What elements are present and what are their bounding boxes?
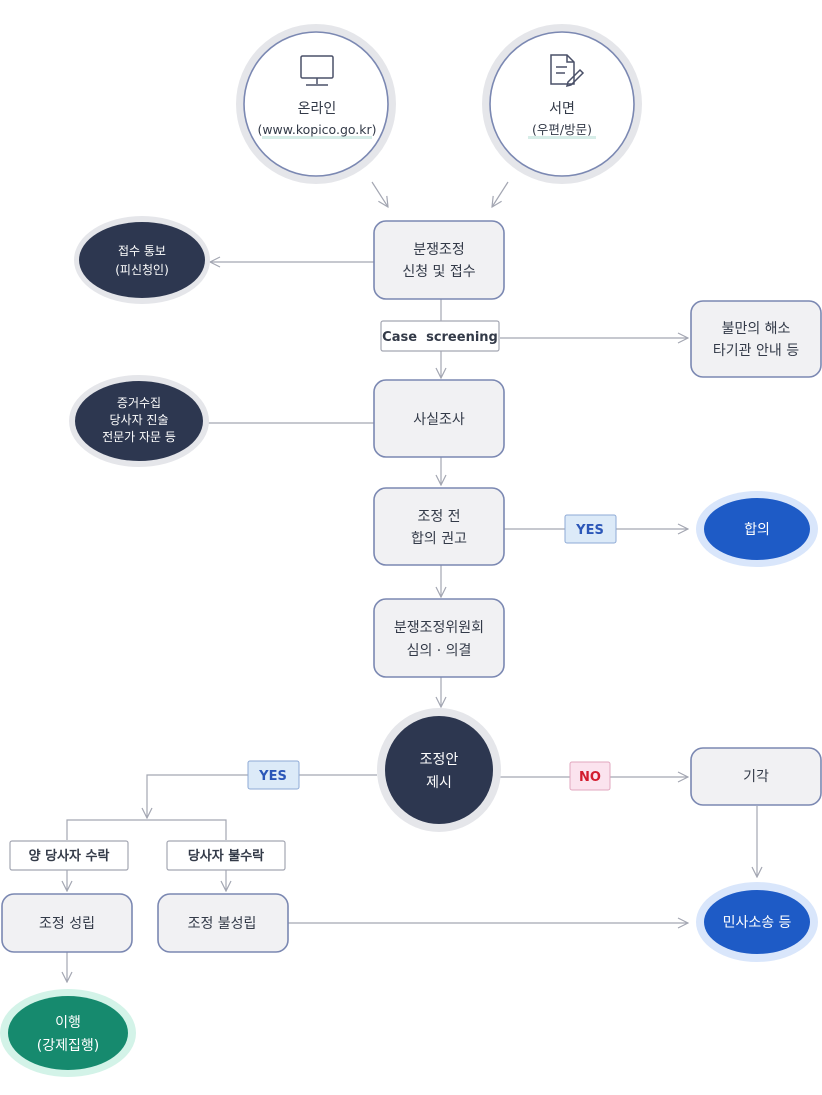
fail-label: 조정 불성립 — [188, 916, 257, 932]
node-notify: 접수 통보 (피신청인) — [74, 216, 210, 304]
url-highlight — [262, 136, 372, 139]
written-title: 서면 — [549, 101, 575, 117]
case-screening-label: Case screening — [382, 330, 498, 345]
connectors — [66, 181, 757, 982]
online-title: 온라인 — [298, 101, 337, 117]
proposal-line1: 조정안 — [420, 752, 459, 768]
committee-line2: 심의 · 의결 — [407, 643, 472, 659]
committee-line1: 분쟁조정위원회 — [394, 620, 484, 636]
agree-label: 합의 — [744, 522, 770, 538]
tag-both-accept: 양 당사자 수락 — [9, 840, 129, 871]
node-evidence: 증거수집 당사자 진술 전문가 자문 등 — [69, 375, 209, 467]
written-highlight — [528, 136, 596, 139]
fact-label: 사실조사 — [413, 412, 465, 428]
both-accept-label: 양 당사자 수락 — [29, 848, 110, 864]
success-label: 조정 성립 — [39, 916, 95, 932]
node-enforcement: 이행 (강제집행) — [0, 989, 136, 1077]
node-online: 온라인 (www.kopico.go.kr) — [236, 24, 396, 184]
evidence-line1: 증거수집 — [117, 396, 161, 410]
resolve-line1: 불만의 해소 — [722, 321, 791, 337]
connector-online-to-apply — [371, 181, 388, 207]
written-subtitle: (우편/방문) — [532, 122, 592, 137]
node-success: 조정 성립 — [1, 893, 133, 953]
apply-line2: 신청 및 접수 — [402, 264, 475, 280]
notify-line1: 접수 통보 — [118, 244, 166, 258]
tag-yes-agree: YES — [564, 514, 617, 544]
tag-party-reject: 당사자 불수락 — [166, 840, 286, 871]
online-url: (www.kopico.go.kr) — [257, 122, 376, 137]
node-proposal: 조정안 제시 — [377, 708, 501, 832]
connector-branch-split — [66, 819, 227, 840]
evidence-line2: 당사자 진술 — [109, 413, 168, 427]
node-civil-lawsuit: 민사소송 등 — [696, 882, 818, 962]
node-apply: 분쟁조정 신청 및 접수 — [373, 220, 505, 300]
enforce-line1: 이행 — [55, 1015, 81, 1031]
connector-written-to-apply — [492, 181, 509, 207]
no-label: NO — [579, 770, 601, 785]
monitor-icon — [300, 55, 334, 86]
node-written: 서면 (우편/방문) — [482, 24, 642, 184]
notify-line2: (피신청인) — [115, 263, 169, 277]
document-pen-icon — [550, 54, 585, 88]
node-resolve: 불만의 해소 타기관 안내 등 — [690, 300, 822, 378]
resolve-line2: 타기관 안내 등 — [713, 343, 799, 359]
enforce-line2: (강제집행) — [37, 1038, 99, 1054]
node-pre-recommendation: 조정 전 합의 권고 — [373, 487, 505, 566]
connector-yes-to-branches — [147, 774, 248, 818]
evidence-line3: 전문가 자문 등 — [102, 430, 176, 444]
civil-label: 민사소송 등 — [723, 915, 792, 931]
node-fact: 사실조사 — [373, 379, 505, 458]
prerec-line2: 합의 권고 — [411, 531, 467, 547]
tag-case-screening: Case screening — [380, 320, 500, 352]
apply-line1: 분쟁조정 — [413, 242, 465, 258]
prerec-line1: 조정 전 — [417, 509, 460, 525]
party-reject-label: 당사자 불수락 — [188, 848, 264, 864]
node-committee: 분쟁조정위원회 심의 · 의결 — [373, 598, 505, 678]
reject-label: 기각 — [743, 769, 769, 785]
yes-label-top: YES — [575, 523, 604, 538]
tag-no: NO — [569, 761, 611, 791]
node-reject: 기각 — [690, 747, 822, 806]
node-agree: 합의 — [696, 491, 818, 567]
proposal-line2: 제시 — [426, 775, 452, 791]
yes-label-left: YES — [258, 769, 287, 784]
node-fail: 조정 불성립 — [157, 893, 289, 953]
tag-yes-accept: YES — [247, 760, 300, 790]
